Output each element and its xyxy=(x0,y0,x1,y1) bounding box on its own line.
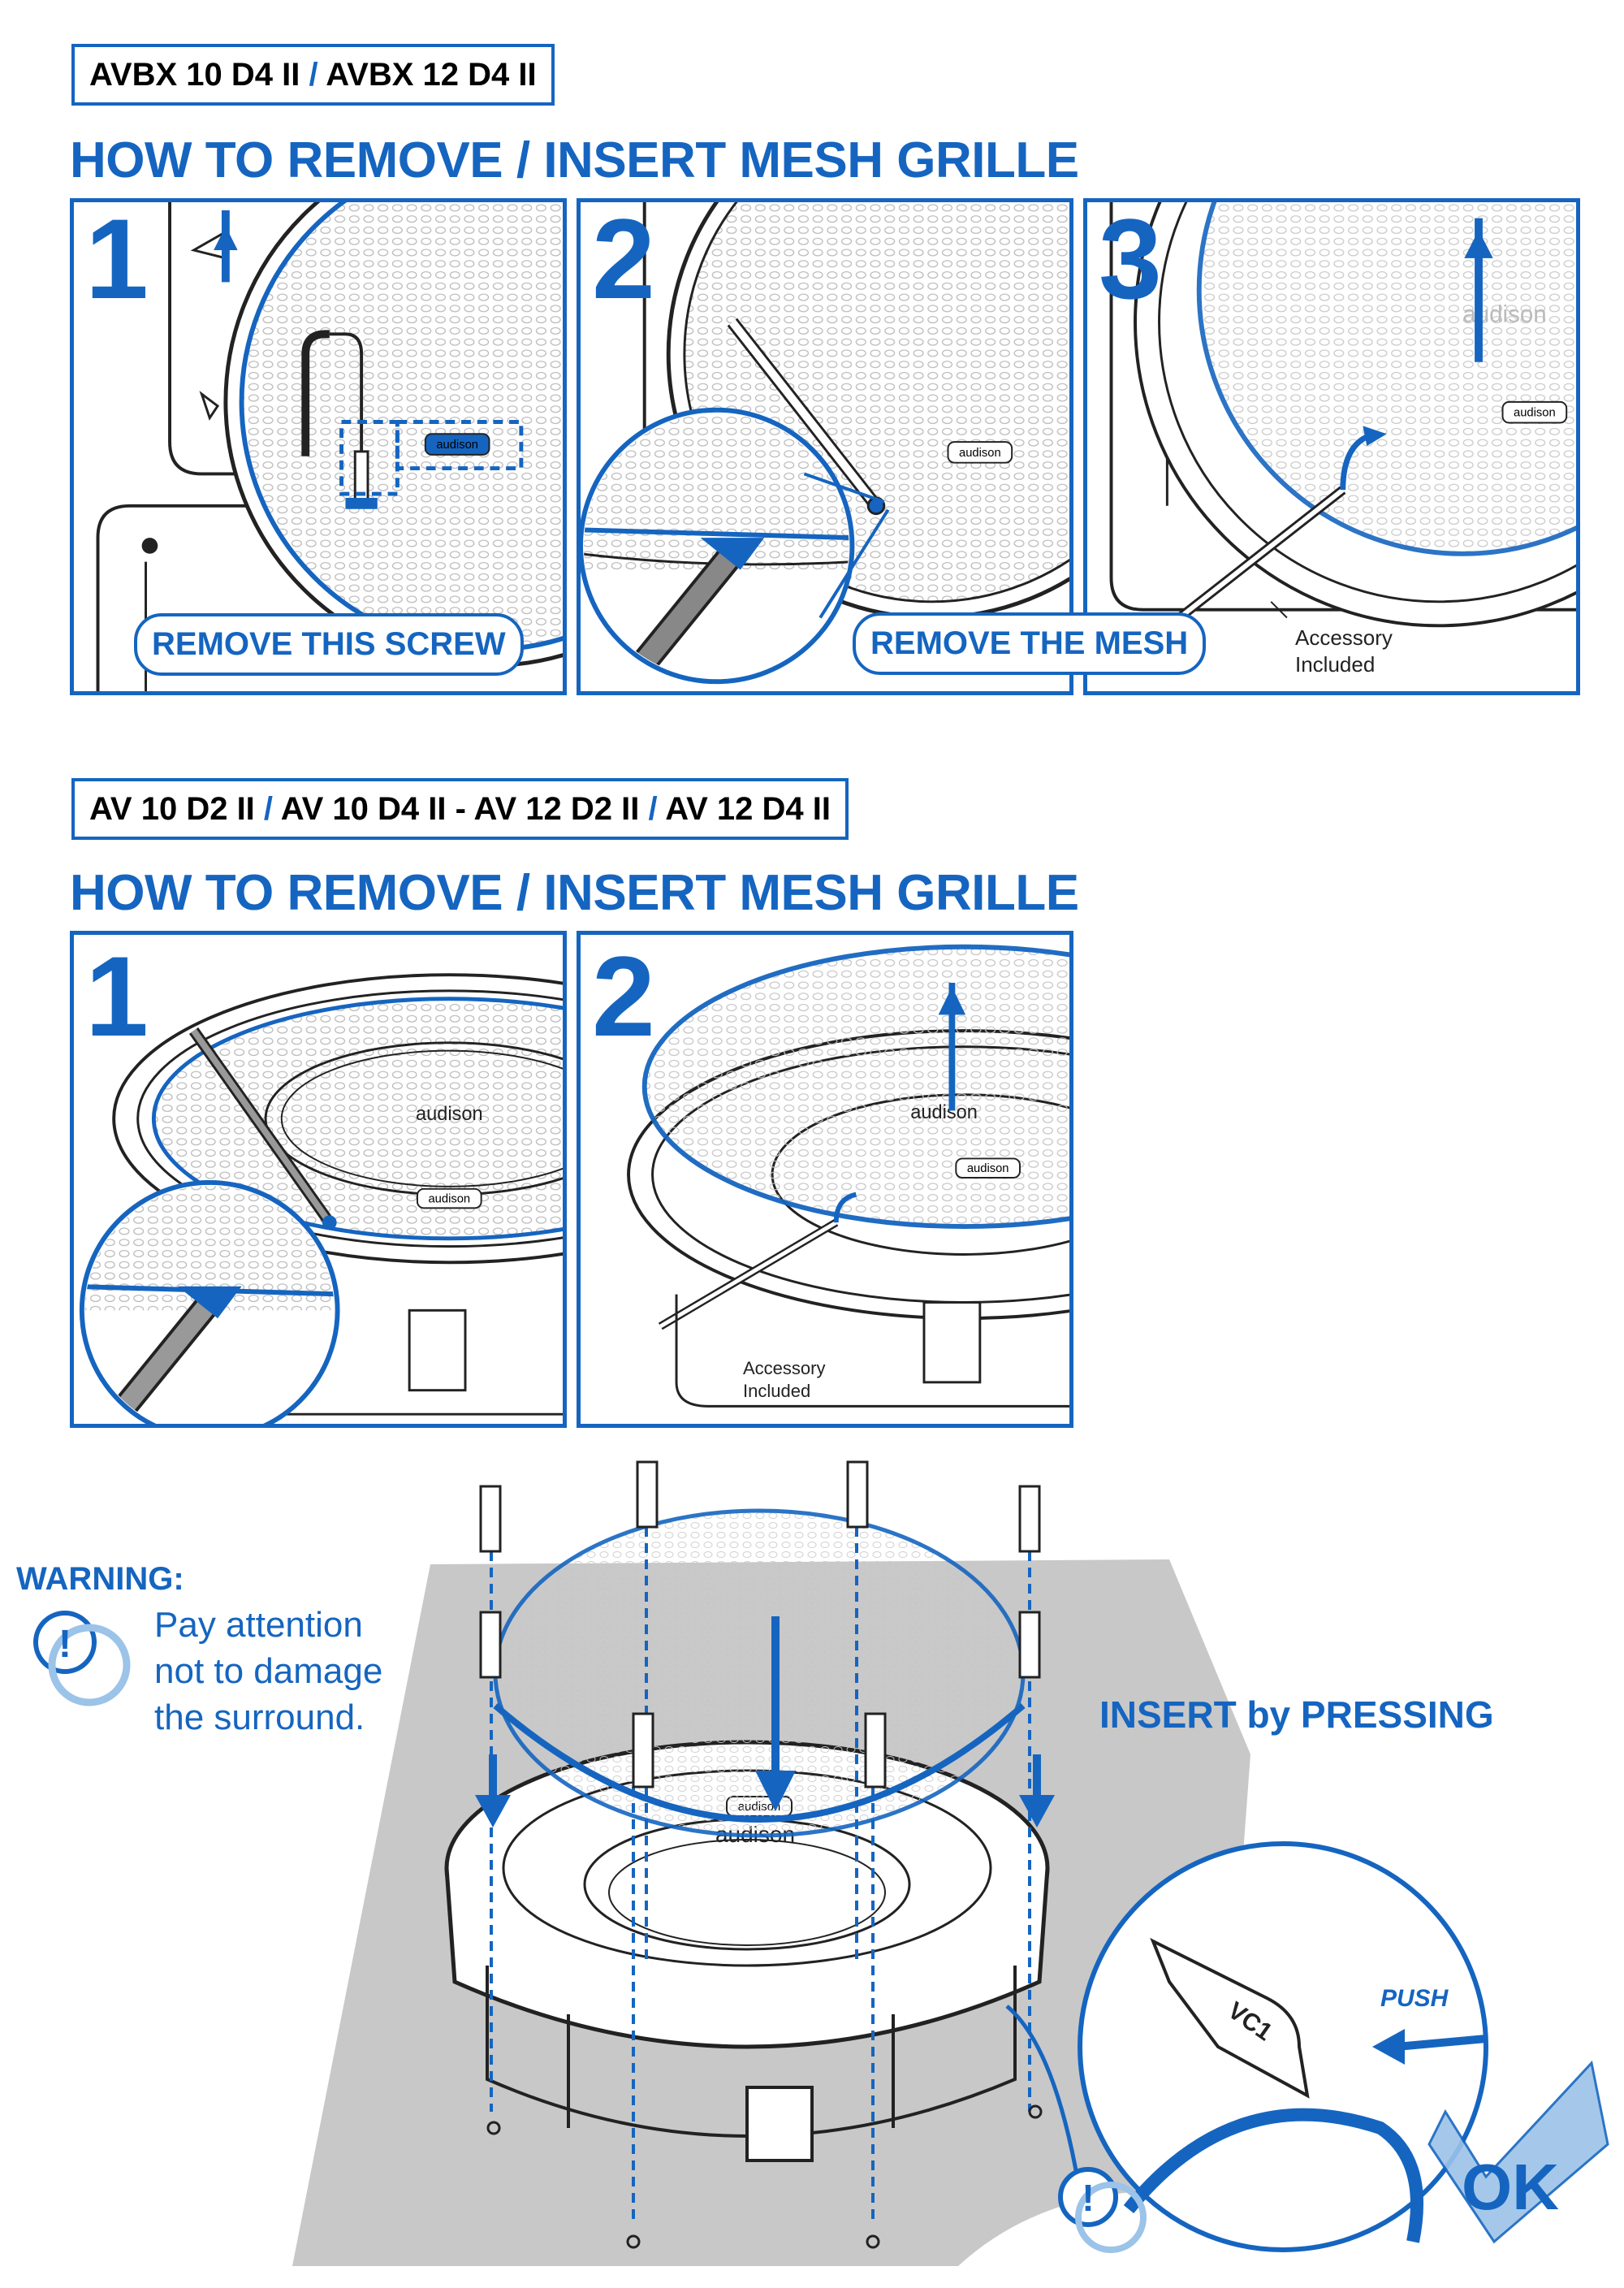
model-name: AVBX 10 D4 II xyxy=(89,57,300,93)
model-name: AV 10 D2 II xyxy=(89,791,255,827)
audison-logo: audison xyxy=(416,1104,483,1125)
audison-badge: audison xyxy=(436,439,478,452)
accessory-line: Included xyxy=(743,1380,811,1401)
instruction-label: REMOVE THIS SCREW xyxy=(134,613,524,676)
speaker-grille-illustration: audison xyxy=(74,202,563,691)
audison-badge: audison xyxy=(1514,407,1556,420)
section-heading: HOW TO REMOVE / INSERT MESH GRILLE xyxy=(70,865,1079,921)
step-number: 1 xyxy=(85,932,149,1060)
mesh-lifted-illustration: audison audison xyxy=(1109,202,1576,638)
accessory-caption: Accessory Included xyxy=(743,1357,825,1402)
model-separator: / xyxy=(648,791,658,827)
step-number: 2 xyxy=(592,198,655,322)
checkmark-icon xyxy=(1427,2060,1609,2244)
step-panel-2: audison audison 2 Accessory Included xyxy=(577,931,1073,1428)
assembly-illustration: audison audison VC1 PUSH xyxy=(33,1460,1609,2266)
accessory-line: Accessory xyxy=(743,1358,826,1378)
ok-label: OK xyxy=(1462,2151,1559,2223)
audison-badge: audison xyxy=(428,1193,470,1206)
subwoofer-grille-illustration: audison audison xyxy=(79,973,563,1424)
model-separator: / xyxy=(309,57,318,93)
exclamation-icon: ! xyxy=(33,1611,131,1706)
audison-badge: audison xyxy=(959,447,1001,460)
step-panel-3: audison audison 3 Accessory Included xyxy=(1083,198,1580,695)
svg-text:!: ! xyxy=(58,1623,71,1666)
model-separator: / xyxy=(263,791,274,827)
step-number: 2 xyxy=(592,932,655,1060)
warning-line: the surround. xyxy=(154,1698,365,1738)
step-number: 1 xyxy=(85,198,149,322)
push-label: PUSH xyxy=(1380,1985,1449,2012)
accessory-line: Accessory xyxy=(1295,625,1393,650)
accessory-line: Included xyxy=(1295,651,1376,677)
exclamation-icon: ! xyxy=(1058,2167,1147,2253)
instruction-label: REMOVE THE MESH xyxy=(853,612,1207,675)
audison-logo: audison xyxy=(910,1102,978,1123)
warning-text: Pay attention not to damage the surround… xyxy=(154,1602,382,1741)
accessory-caption: Accessory Included xyxy=(1295,625,1393,677)
warning-line: Pay attention xyxy=(154,1605,363,1645)
svg-text:!: ! xyxy=(1082,2177,1094,2219)
step-panel-1: audison audison 1 xyxy=(70,931,567,1428)
model-label-box: AVBX 10 D4 II / AVBX 12 D4 II xyxy=(71,44,555,106)
model-name: AV 12 D4 II xyxy=(665,791,831,827)
warning-line: not to damage xyxy=(154,1651,383,1692)
section-heading: HOW TO REMOVE / INSERT MESH GRILLE xyxy=(70,132,1079,188)
subwoofer-mesh-lift-illustration: audison audison xyxy=(627,944,1069,1408)
mesh-grille xyxy=(493,1508,1026,1838)
warning-title: WARNING: xyxy=(16,1561,184,1597)
insert-instruction-title: INSERT by PRESSING xyxy=(1099,1693,1494,1736)
step-panel-1: audison 1 REMOVE THIS SCREW xyxy=(70,198,567,695)
model-name: AV 10 D4 II - AV 12 D2 II xyxy=(280,791,640,827)
mesh-removal-illustration: audison xyxy=(581,202,1069,685)
model-label-box: AV 10 D2 II / AV 10 D4 II - AV 12 D2 II … xyxy=(71,778,849,840)
audison-badge: audison xyxy=(967,1162,1009,1175)
step-number: 3 xyxy=(1099,198,1162,322)
model-name: AVBX 12 D4 II xyxy=(326,57,537,93)
